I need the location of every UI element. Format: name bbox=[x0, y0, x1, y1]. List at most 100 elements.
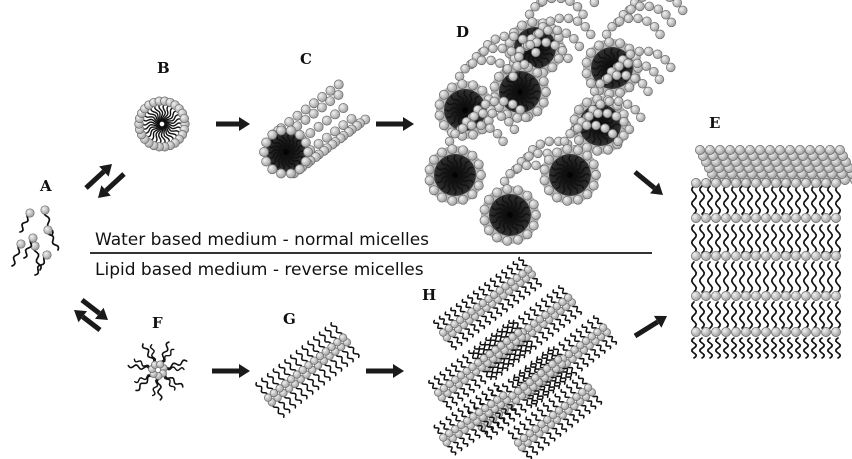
lipid-tail bbox=[319, 367, 330, 380]
lipid-tail bbox=[772, 262, 776, 292]
lipid-head bbox=[535, 29, 544, 38]
lipid-head bbox=[554, 356, 562, 364]
lipid-tail bbox=[828, 225, 832, 253]
lipid-head bbox=[678, 6, 687, 15]
lipid-tail bbox=[700, 302, 704, 328]
lipid-head bbox=[339, 103, 348, 112]
lipid-tail bbox=[700, 225, 704, 253]
lipid-head bbox=[835, 145, 844, 154]
lipid-head bbox=[533, 68, 542, 77]
lipid-tail bbox=[788, 262, 792, 292]
lipid-head bbox=[564, 54, 573, 63]
lipid-head bbox=[589, 181, 598, 190]
lipid-head bbox=[811, 251, 820, 260]
lipid-head bbox=[614, 137, 623, 146]
lipid-head bbox=[563, 145, 572, 154]
lipid-head bbox=[614, 97, 623, 106]
lipid-head bbox=[498, 44, 507, 53]
process-arrow-icon bbox=[635, 172, 663, 195]
lipid-head bbox=[517, 21, 526, 30]
lipid-head bbox=[513, 164, 522, 173]
lipid-tail bbox=[314, 337, 325, 350]
lipid-head bbox=[591, 170, 600, 179]
lipid-head bbox=[745, 145, 754, 154]
arrow-head bbox=[239, 364, 250, 378]
lipid-head bbox=[499, 392, 507, 400]
lipid-head bbox=[476, 170, 485, 179]
lipid-tail bbox=[756, 186, 760, 214]
lipid-tail bbox=[740, 338, 744, 358]
lipid-tail bbox=[692, 225, 696, 253]
label-b: B bbox=[157, 59, 170, 77]
lipid-tail bbox=[256, 383, 267, 396]
lipid-head bbox=[531, 48, 540, 57]
lipid-tail bbox=[772, 225, 776, 253]
water-medium-caption: Water based medium - normal micelles bbox=[95, 230, 429, 250]
lipid-head bbox=[514, 52, 523, 61]
lipid-head bbox=[656, 30, 665, 39]
lipid-head bbox=[504, 117, 513, 126]
lipid-head bbox=[538, 0, 547, 6]
lipid-head bbox=[831, 251, 840, 260]
lipid-head bbox=[653, 50, 662, 59]
lipid-head bbox=[596, 100, 605, 109]
lipid-head bbox=[545, 137, 554, 146]
lipid-head bbox=[751, 213, 760, 222]
lipid-tail bbox=[290, 390, 301, 403]
lipid-head bbox=[691, 178, 700, 187]
lipid-head bbox=[731, 213, 740, 222]
lipid-tail bbox=[708, 302, 712, 328]
lipid-tail bbox=[756, 302, 760, 328]
lipid-head bbox=[731, 178, 740, 187]
lipid-head bbox=[631, 74, 640, 83]
lipid-tail bbox=[165, 375, 182, 387]
lipid-tail bbox=[812, 225, 816, 253]
lipid-head bbox=[286, 169, 295, 178]
lipid-tail bbox=[700, 186, 704, 214]
lipid-tail bbox=[716, 262, 720, 292]
lipid-head bbox=[643, 17, 652, 26]
lipid-head bbox=[691, 291, 700, 300]
lipid-head bbox=[691, 327, 700, 336]
lipid-tail bbox=[820, 262, 824, 292]
lipid-head bbox=[533, 107, 542, 116]
lipid-head bbox=[497, 112, 506, 121]
lipid-head bbox=[259, 147, 268, 156]
lipid-head bbox=[761, 291, 770, 300]
lipid-head bbox=[514, 329, 522, 337]
lipid-tail bbox=[748, 338, 752, 358]
lipid-head bbox=[44, 226, 52, 234]
lipid-head bbox=[528, 18, 537, 27]
lipid-tail bbox=[285, 360, 296, 373]
lipid-head bbox=[711, 251, 720, 260]
lipid-head bbox=[489, 44, 498, 53]
lipid-tail bbox=[692, 302, 696, 328]
lipid-head bbox=[439, 121, 448, 130]
lipid-head bbox=[667, 18, 676, 27]
lipid-head bbox=[608, 129, 617, 138]
lipid-head bbox=[458, 124, 467, 133]
lipid-tail bbox=[331, 358, 342, 371]
lipid-head bbox=[791, 291, 800, 300]
lipid-tail bbox=[748, 225, 752, 253]
lipid-head bbox=[626, 50, 635, 59]
lipid-tail bbox=[724, 262, 728, 292]
lipid-head bbox=[503, 236, 512, 245]
lipid-head bbox=[605, 38, 614, 47]
lipid-head bbox=[301, 157, 310, 166]
lipid-tail bbox=[708, 338, 712, 358]
lipid-head bbox=[492, 233, 501, 242]
label-d: D bbox=[456, 23, 469, 41]
lipid-head bbox=[711, 291, 720, 300]
lipid-head bbox=[536, 140, 545, 149]
reverse-micelle bbox=[128, 342, 186, 400]
lipid-tail bbox=[740, 262, 744, 292]
label-h: H bbox=[422, 286, 436, 304]
lipid-head bbox=[586, 48, 595, 57]
lipid-head bbox=[735, 145, 744, 154]
lipid-tail bbox=[268, 374, 279, 387]
lipid-head bbox=[480, 216, 489, 225]
lipid-head bbox=[573, 124, 582, 133]
lipid-tail bbox=[788, 302, 792, 328]
lipid-head bbox=[725, 145, 734, 154]
